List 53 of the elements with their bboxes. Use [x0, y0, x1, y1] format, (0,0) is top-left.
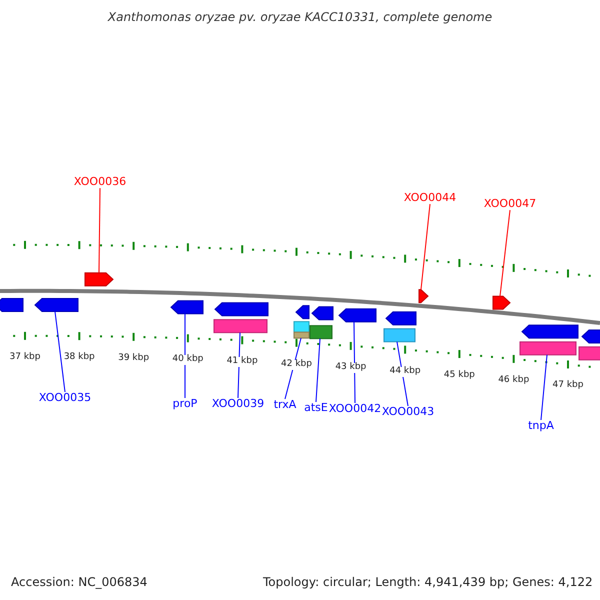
leader-line	[420, 204, 430, 290]
gene-block	[310, 325, 332, 340]
gene-label: XOO0042	[328, 403, 382, 416]
gene-block	[520, 341, 576, 356]
gene-block	[578, 346, 600, 360]
scale-label: 38 kbp	[62, 353, 96, 363]
scale-label: 47 kbp	[552, 381, 584, 392]
gene-label: proP	[172, 398, 198, 410]
scale-label: 41 kbp	[226, 357, 259, 368]
gene-label: XOO0044	[404, 192, 456, 204]
leader-line	[354, 321, 356, 404]
scale-label: 45 kbp	[442, 371, 476, 381]
scale-label: 42 kbp	[280, 360, 313, 370]
gene-block	[384, 328, 416, 342]
gene-feature	[34, 298, 78, 312]
gene-feature	[418, 289, 429, 304]
gene-feature	[295, 305, 310, 320]
gene-feature	[385, 311, 416, 326]
gene-feature	[492, 296, 511, 310]
leader-line	[284, 338, 302, 400]
gene-label: XOO0047	[484, 198, 536, 210]
gene-block	[294, 332, 310, 339]
gene-label: XOO0043	[382, 406, 434, 418]
scale-label: 39 kbp	[117, 354, 150, 364]
gene-feature	[84, 272, 114, 286]
scale-label: 43 kbp	[334, 362, 368, 373]
footer-text: Accession: NC_006834	[10, 576, 148, 590]
gene-label: atsE	[304, 402, 328, 414]
scale-label: 40 kbp	[171, 355, 204, 366]
gene-block	[214, 319, 268, 334]
leader-line	[316, 338, 320, 402]
title: Xanthomonas oryzae pv. oryzae KACC10331, complete genome	[106, 11, 494, 24]
gene-feature	[581, 330, 600, 344]
gene-label: XOO0039	[212, 398, 264, 410]
leader-line	[500, 210, 510, 297]
leader-line	[184, 313, 186, 398]
gene-feature	[521, 324, 578, 339]
leader-line	[54, 310, 66, 392]
leader-line	[540, 354, 548, 420]
gene-label: XOO0036	[74, 176, 126, 188]
gene-feature	[0, 298, 24, 312]
scale-label: 44 kbp	[388, 366, 422, 377]
scale-label: 37 kbp	[8, 352, 42, 363]
gene-feature	[311, 306, 334, 320]
gene-label: tnpA	[528, 420, 554, 432]
gene-label: XOO0035	[38, 392, 92, 404]
leader-line	[98, 188, 100, 274]
footer-text: Topology: circular; Length: 4,941,439 bp; Genes: 4,122	[262, 576, 594, 590]
scale-label: 46 kbp	[497, 376, 530, 386]
gene-feature	[214, 302, 268, 316]
gene-label: trxA	[274, 399, 296, 412]
gene-feature	[338, 308, 376, 322]
gene-feature	[170, 300, 204, 314]
